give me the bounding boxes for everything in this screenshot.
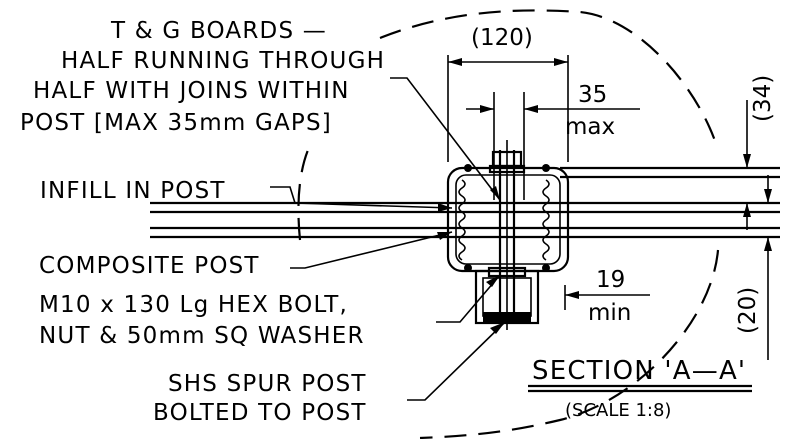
dim-post-width-label: (120)	[471, 25, 533, 51]
leader-spur	[407, 321, 506, 401]
dim-gap	[466, 92, 640, 200]
dim-gap-value: 35	[578, 82, 607, 108]
dim-gap-qualifier: max	[565, 114, 615, 140]
note-boards-line-3: HALF WITH JOINS WITHIN	[33, 78, 350, 104]
note-bolt-line-2: NUT & 50mm SQ WASHER	[39, 323, 365, 349]
tg-boards	[150, 166, 780, 239]
note-boards-line-1: T & G BOARDS —	[110, 18, 327, 44]
leader-bolt	[436, 274, 501, 323]
dim-board-thickness-label: (34)	[750, 75, 776, 122]
dim-spur-gap	[537, 285, 650, 310]
section-title: SECTION 'A—A'	[532, 356, 746, 386]
note-boards-line-2: HALF RUNNING THROUGH	[61, 48, 385, 74]
dim-board-gap-label: (20)	[735, 287, 761, 334]
dim-spur-gap-qualifier: min	[588, 300, 631, 326]
section-scale: (SCALE 1:8)	[565, 400, 671, 421]
composite-post	[446, 164, 570, 273]
leader-infill	[270, 186, 453, 212]
note-spur-line-2: BOLTED TO POST	[153, 400, 367, 426]
note-spur-line-1: SHS SPUR POST	[168, 371, 367, 397]
dim-spur-gap-value: 19	[596, 267, 625, 293]
dim-board-gap	[764, 175, 772, 360]
dim-board-thickness	[743, 100, 751, 230]
leader-composite	[290, 231, 453, 269]
note-bolt-line-1: M10 x 130 Lg HEX BOLT,	[39, 292, 348, 318]
leader-boards	[390, 77, 501, 201]
note-infill: INFILL IN POST	[40, 178, 226, 204]
note-boards-line-4: POST [MAX 35mm GAPS]	[20, 110, 332, 136]
note-composite-post: COMPOSITE POST	[39, 253, 260, 279]
